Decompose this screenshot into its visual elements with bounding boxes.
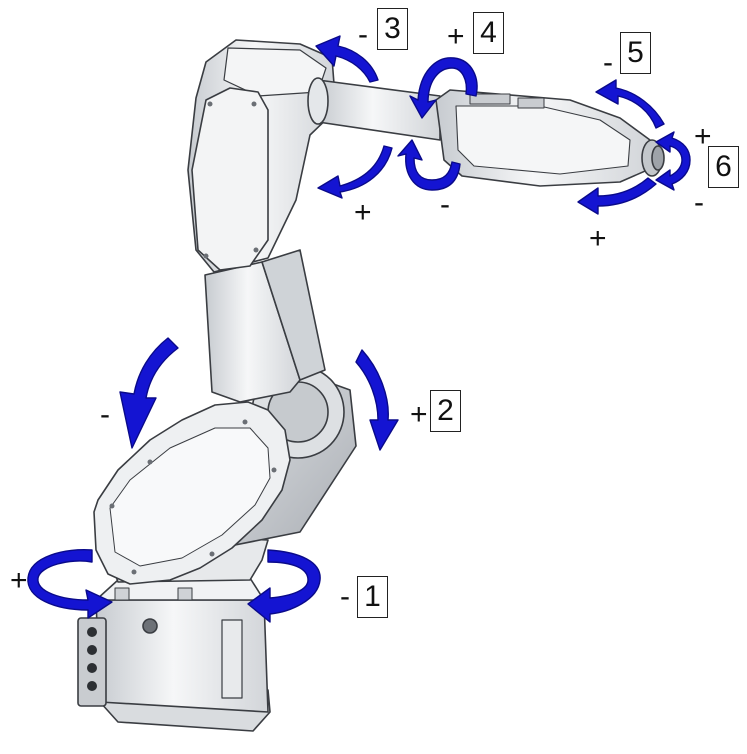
j4-arrow-minus bbox=[397, 139, 461, 191]
axis-4-number-box: 4 bbox=[473, 12, 504, 54]
axis-2-number-box: 2 bbox=[430, 390, 461, 432]
j6-arrow bbox=[655, 131, 691, 191]
axis-1-number-box: 1 bbox=[357, 576, 388, 618]
j2-arrow-minus bbox=[119, 337, 179, 449]
axis-5-sign-minus: - bbox=[603, 46, 613, 79]
connector-panel bbox=[77, 617, 107, 707]
robot-elbow bbox=[187, 39, 337, 273]
robot-base bbox=[77, 577, 271, 732]
axis-1-sign-plus: + bbox=[10, 564, 28, 597]
j1-arrow-left bbox=[27, 549, 113, 619]
j5-arrow-plus bbox=[577, 177, 657, 215]
axis-2-sign-minus: - bbox=[100, 398, 110, 431]
axis-6-number-box: 6 bbox=[708, 146, 739, 188]
j3-arrow-minus bbox=[315, 35, 379, 83]
axis-5-sign-plus: + bbox=[589, 222, 607, 255]
axis-4-sign-plus: + bbox=[447, 20, 465, 53]
j1-arrow-right bbox=[247, 549, 321, 623]
robot-wrist bbox=[435, 89, 665, 187]
axis-5-number-box: 5 bbox=[620, 32, 651, 74]
robot-lower-arm bbox=[204, 249, 326, 403]
axis-3-sign-minus: - bbox=[358, 18, 368, 51]
j5-arrow-minus bbox=[595, 79, 665, 129]
axis-6-sign-plus: + bbox=[694, 120, 712, 153]
j2-cover bbox=[93, 401, 291, 585]
axis-6-sign-minus: - bbox=[694, 186, 704, 219]
robot-upper-arm bbox=[307, 77, 441, 141]
axis-3-sign-plus: + bbox=[354, 196, 372, 229]
j4-arrow-plus bbox=[409, 57, 478, 119]
axis-2-sign-plus: + bbox=[410, 398, 428, 431]
axis-1-sign-minus: - bbox=[340, 580, 350, 613]
j3-arrow-plus bbox=[317, 145, 393, 199]
axis-3-number-box: 3 bbox=[377, 8, 408, 50]
j2-arrow-plus bbox=[355, 349, 399, 451]
axis-4-sign-minus: - bbox=[440, 188, 450, 221]
